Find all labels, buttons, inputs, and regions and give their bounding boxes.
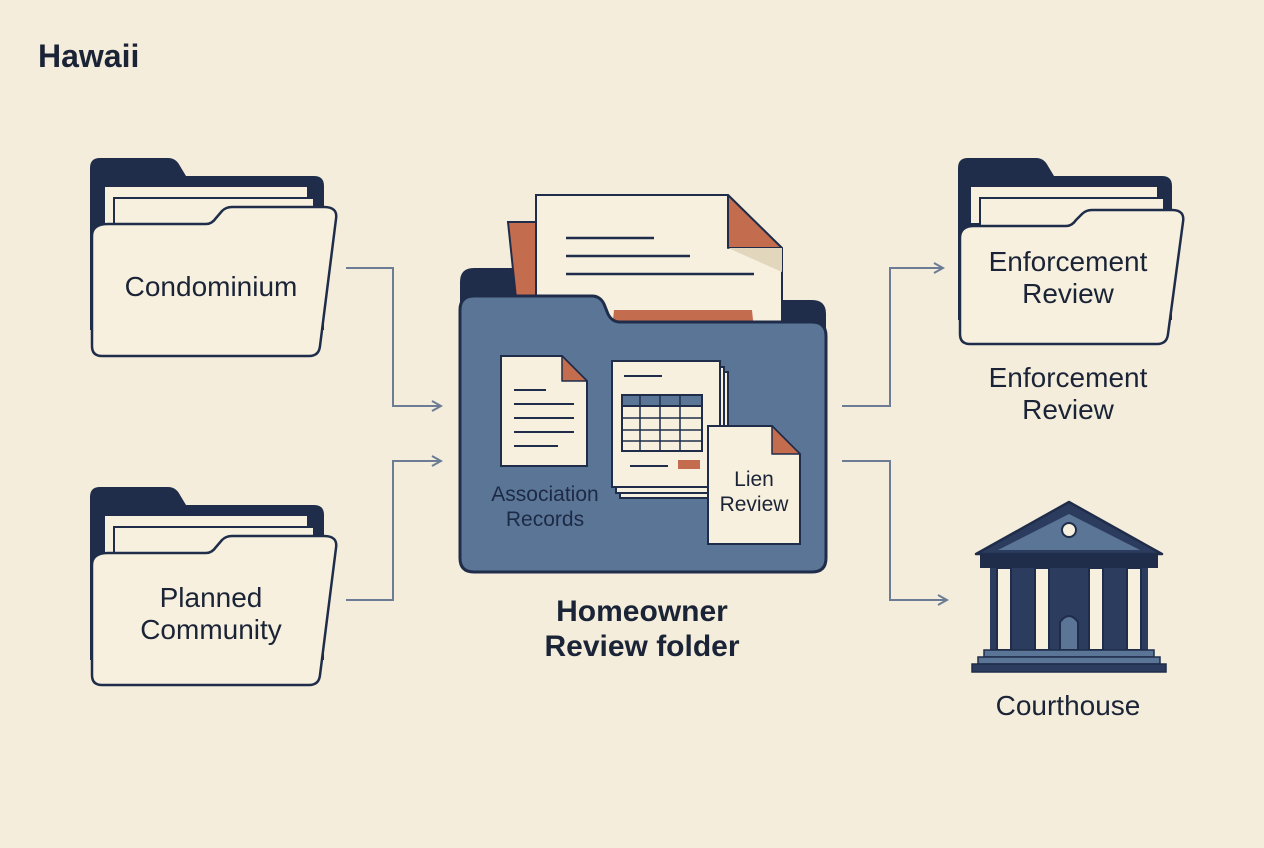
enforcement-review-folder-label: Enforcement Review [962, 246, 1174, 310]
enforcement-review-folder-label-line: Enforcement [988, 246, 1148, 277]
connector-arrow [842, 460, 947, 600]
enforcement-review-caption-line: Review [1022, 394, 1114, 425]
condominium-label: Condominium [124, 271, 298, 302]
enforcement-review-caption: Enforcement Review [950, 362, 1186, 426]
enforcement-review-folder-label-line: Review [1022, 278, 1114, 309]
association-records-label-line: Records [505, 508, 585, 531]
folder-icon [958, 158, 1185, 346]
enforcement-review-caption-line: Enforcement [988, 362, 1148, 393]
folder-icon [90, 487, 338, 687]
folder-icon [90, 158, 338, 358]
association-records-label-line: Association [491, 483, 599, 506]
courthouse-icon [971, 500, 1167, 673]
planned-community-label: Planned Community [95, 582, 327, 646]
lien-review-label-line: Lien [734, 468, 774, 491]
document-icon [500, 355, 588, 467]
courthouse-label: Courthouse [995, 690, 1141, 721]
lien-review-label-line: Review [719, 493, 789, 516]
homeowner-review-folder-label-line: Review folder [544, 630, 740, 663]
homeowner-review-folder-label: Homeowner Review folder [490, 594, 794, 664]
planned-community-label-line: Planned [159, 582, 263, 613]
lien-review-label: Lien Review [710, 467, 798, 517]
page-title: Hawaii [38, 38, 140, 74]
document-icon [707, 425, 801, 545]
spreadsheet-icon [611, 360, 729, 499]
planned-community-label-line: Community [140, 614, 282, 645]
connector-arrow [346, 461, 441, 601]
association-records-label: Association Records [470, 482, 620, 532]
connector-arrow [842, 268, 943, 407]
homeowner-review-folder-label-line: Homeowner [556, 595, 728, 628]
connector-arrow [346, 267, 441, 406]
